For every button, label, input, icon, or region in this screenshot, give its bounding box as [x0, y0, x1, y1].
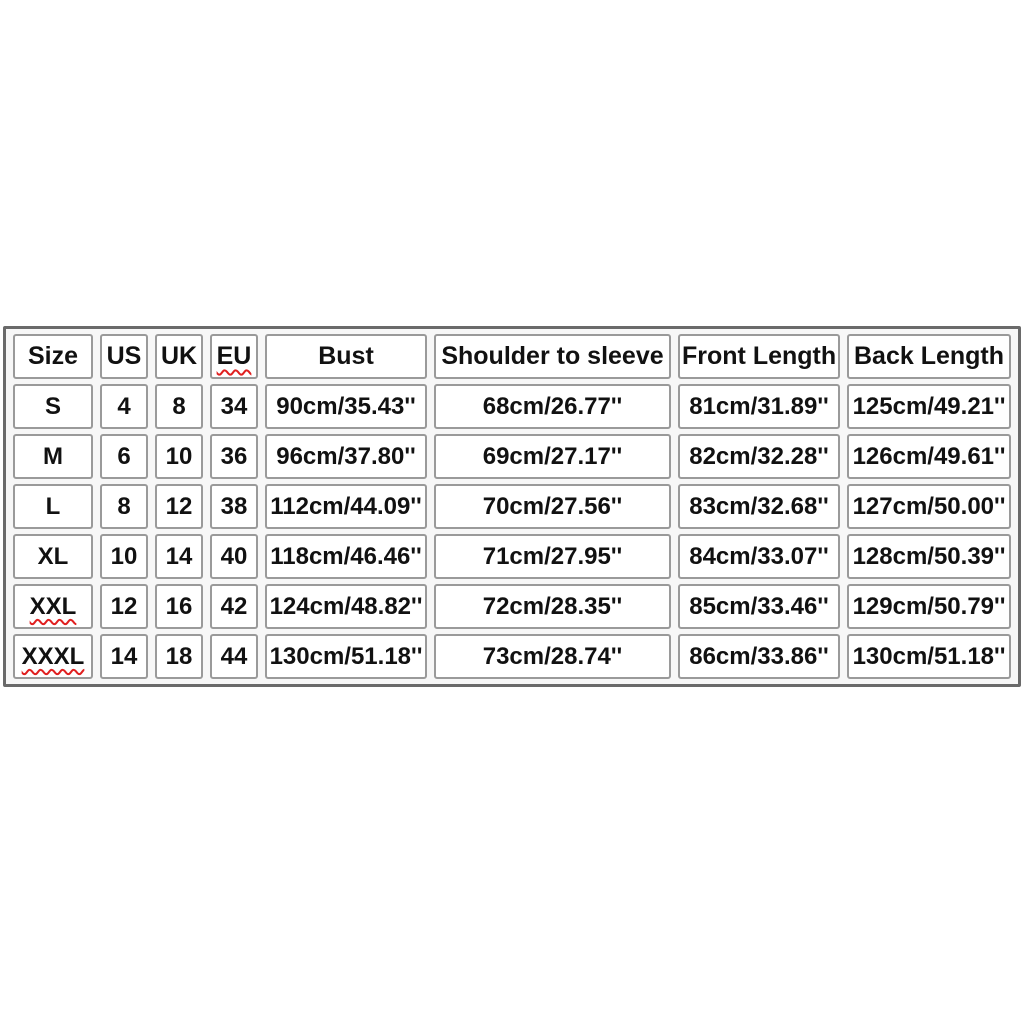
header-cell-bust: Bust — [265, 334, 427, 379]
cell-shoulder-to-sleeve: 70cm/27.56'' — [434, 484, 671, 529]
header-cell-size: Size — [13, 334, 93, 379]
cell-back-length: 130cm/51.18'' — [847, 634, 1011, 679]
cell-back-length: 128cm/50.39'' — [847, 534, 1011, 579]
size-label: S — [44, 392, 61, 420]
cell-bust: 130cm/51.18'' — [265, 634, 427, 679]
cell-uk: 12 — [155, 484, 203, 529]
cell-us: 6 — [100, 434, 148, 479]
cell-shoulder-to-sleeve: 72cm/28.35'' — [434, 584, 671, 629]
cell-shoulder-to-sleeve: 73cm/28.74'' — [434, 634, 671, 679]
size-chart-table: Size US UK EU Bust Shoulder to sleeve Fr… — [3, 326, 1021, 687]
cell-eu: 34 — [210, 384, 258, 429]
cell-us: 4 — [100, 384, 148, 429]
cell-uk: 10 — [155, 434, 203, 479]
cell-bust: 90cm/35.43'' — [265, 384, 427, 429]
cell-uk: 14 — [155, 534, 203, 579]
cell-front-length: 81cm/31.89'' — [678, 384, 840, 429]
cell-shoulder-to-sleeve: 71cm/27.95'' — [434, 534, 671, 579]
cell-bust: 118cm/46.46'' — [265, 534, 427, 579]
cell-size: XXL — [13, 584, 93, 629]
header-label-bust: Bust — [318, 342, 374, 370]
size-label: XXXL — [21, 642, 85, 670]
cell-eu: 36 — [210, 434, 258, 479]
header-cell-front-length: Front Length — [678, 334, 840, 379]
header-cell-uk: UK — [155, 334, 203, 379]
cell-back-length: 125cm/49.21'' — [847, 384, 1011, 429]
header-label-eu: EU — [216, 342, 252, 370]
size-label: L — [45, 492, 61, 520]
cell-bust: 112cm/44.09'' — [265, 484, 427, 529]
cell-front-length: 84cm/33.07'' — [678, 534, 840, 579]
header-row: Size US UK EU Bust Shoulder to sleeve Fr… — [13, 334, 1011, 379]
cell-back-length: 126cm/49.61'' — [847, 434, 1011, 479]
table-row-xxxl: XXXL 14 18 44 130cm/51.18'' 73cm/28.74''… — [13, 634, 1011, 679]
header-cell-us: US — [100, 334, 148, 379]
size-label: M — [43, 442, 63, 470]
table-row-l: L 8 12 38 112cm/44.09'' 70cm/27.56'' 83c… — [13, 484, 1011, 529]
cell-shoulder-to-sleeve: 69cm/27.17'' — [434, 434, 671, 479]
table-row-xxl: XXL 12 16 42 124cm/48.82'' 72cm/28.35'' … — [13, 584, 1011, 629]
header-cell-back-length: Back Length — [847, 334, 1011, 379]
cell-back-length: 127cm/50.00'' — [847, 484, 1011, 529]
cell-front-length: 86cm/33.86'' — [678, 634, 840, 679]
cell-us: 14 — [100, 634, 148, 679]
cell-size: XXXL — [13, 634, 93, 679]
size-label: XL — [37, 542, 69, 570]
header-label-front-length: Front Length — [682, 342, 837, 370]
cell-eu: 40 — [210, 534, 258, 579]
cell-back-length: 129cm/50.79'' — [847, 584, 1011, 629]
cell-front-length: 85cm/33.46'' — [678, 584, 840, 629]
cell-uk: 8 — [155, 384, 203, 429]
cell-us: 10 — [100, 534, 148, 579]
header-label-us: US — [106, 342, 142, 370]
table-row-s: S 4 8 34 90cm/35.43'' 68cm/26.77'' 81cm/… — [13, 384, 1011, 429]
cell-size: S — [13, 384, 93, 429]
cell-us: 12 — [100, 584, 148, 629]
cell-shoulder-to-sleeve: 68cm/26.77'' — [434, 384, 671, 429]
cell-eu: 38 — [210, 484, 258, 529]
cell-size: XL — [13, 534, 93, 579]
header-label-uk: UK — [160, 342, 198, 370]
table-row-xl: XL 10 14 40 118cm/46.46'' 71cm/27.95'' 8… — [13, 534, 1011, 579]
cell-size: M — [13, 434, 93, 479]
size-label: XXL — [29, 592, 77, 620]
cell-uk: 18 — [155, 634, 203, 679]
cell-uk: 16 — [155, 584, 203, 629]
cell-front-length: 82cm/32.28'' — [678, 434, 840, 479]
cell-bust: 124cm/48.82'' — [265, 584, 427, 629]
header-label-back-length: Back Length — [853, 342, 1005, 370]
header-label-size: Size — [27, 342, 79, 370]
cell-size: L — [13, 484, 93, 529]
header-cell-shoulder-to-sleeve: Shoulder to sleeve — [434, 334, 671, 379]
cell-bust: 96cm/37.80'' — [265, 434, 427, 479]
cell-eu: 44 — [210, 634, 258, 679]
header-cell-eu: EU — [210, 334, 258, 379]
cell-eu: 42 — [210, 584, 258, 629]
table-row-m: M 6 10 36 96cm/37.80'' 69cm/27.17'' 82cm… — [13, 434, 1011, 479]
header-label-shoulder-to-sleeve: Shoulder to sleeve — [441, 342, 664, 370]
cell-us: 8 — [100, 484, 148, 529]
cell-front-length: 83cm/32.68'' — [678, 484, 840, 529]
